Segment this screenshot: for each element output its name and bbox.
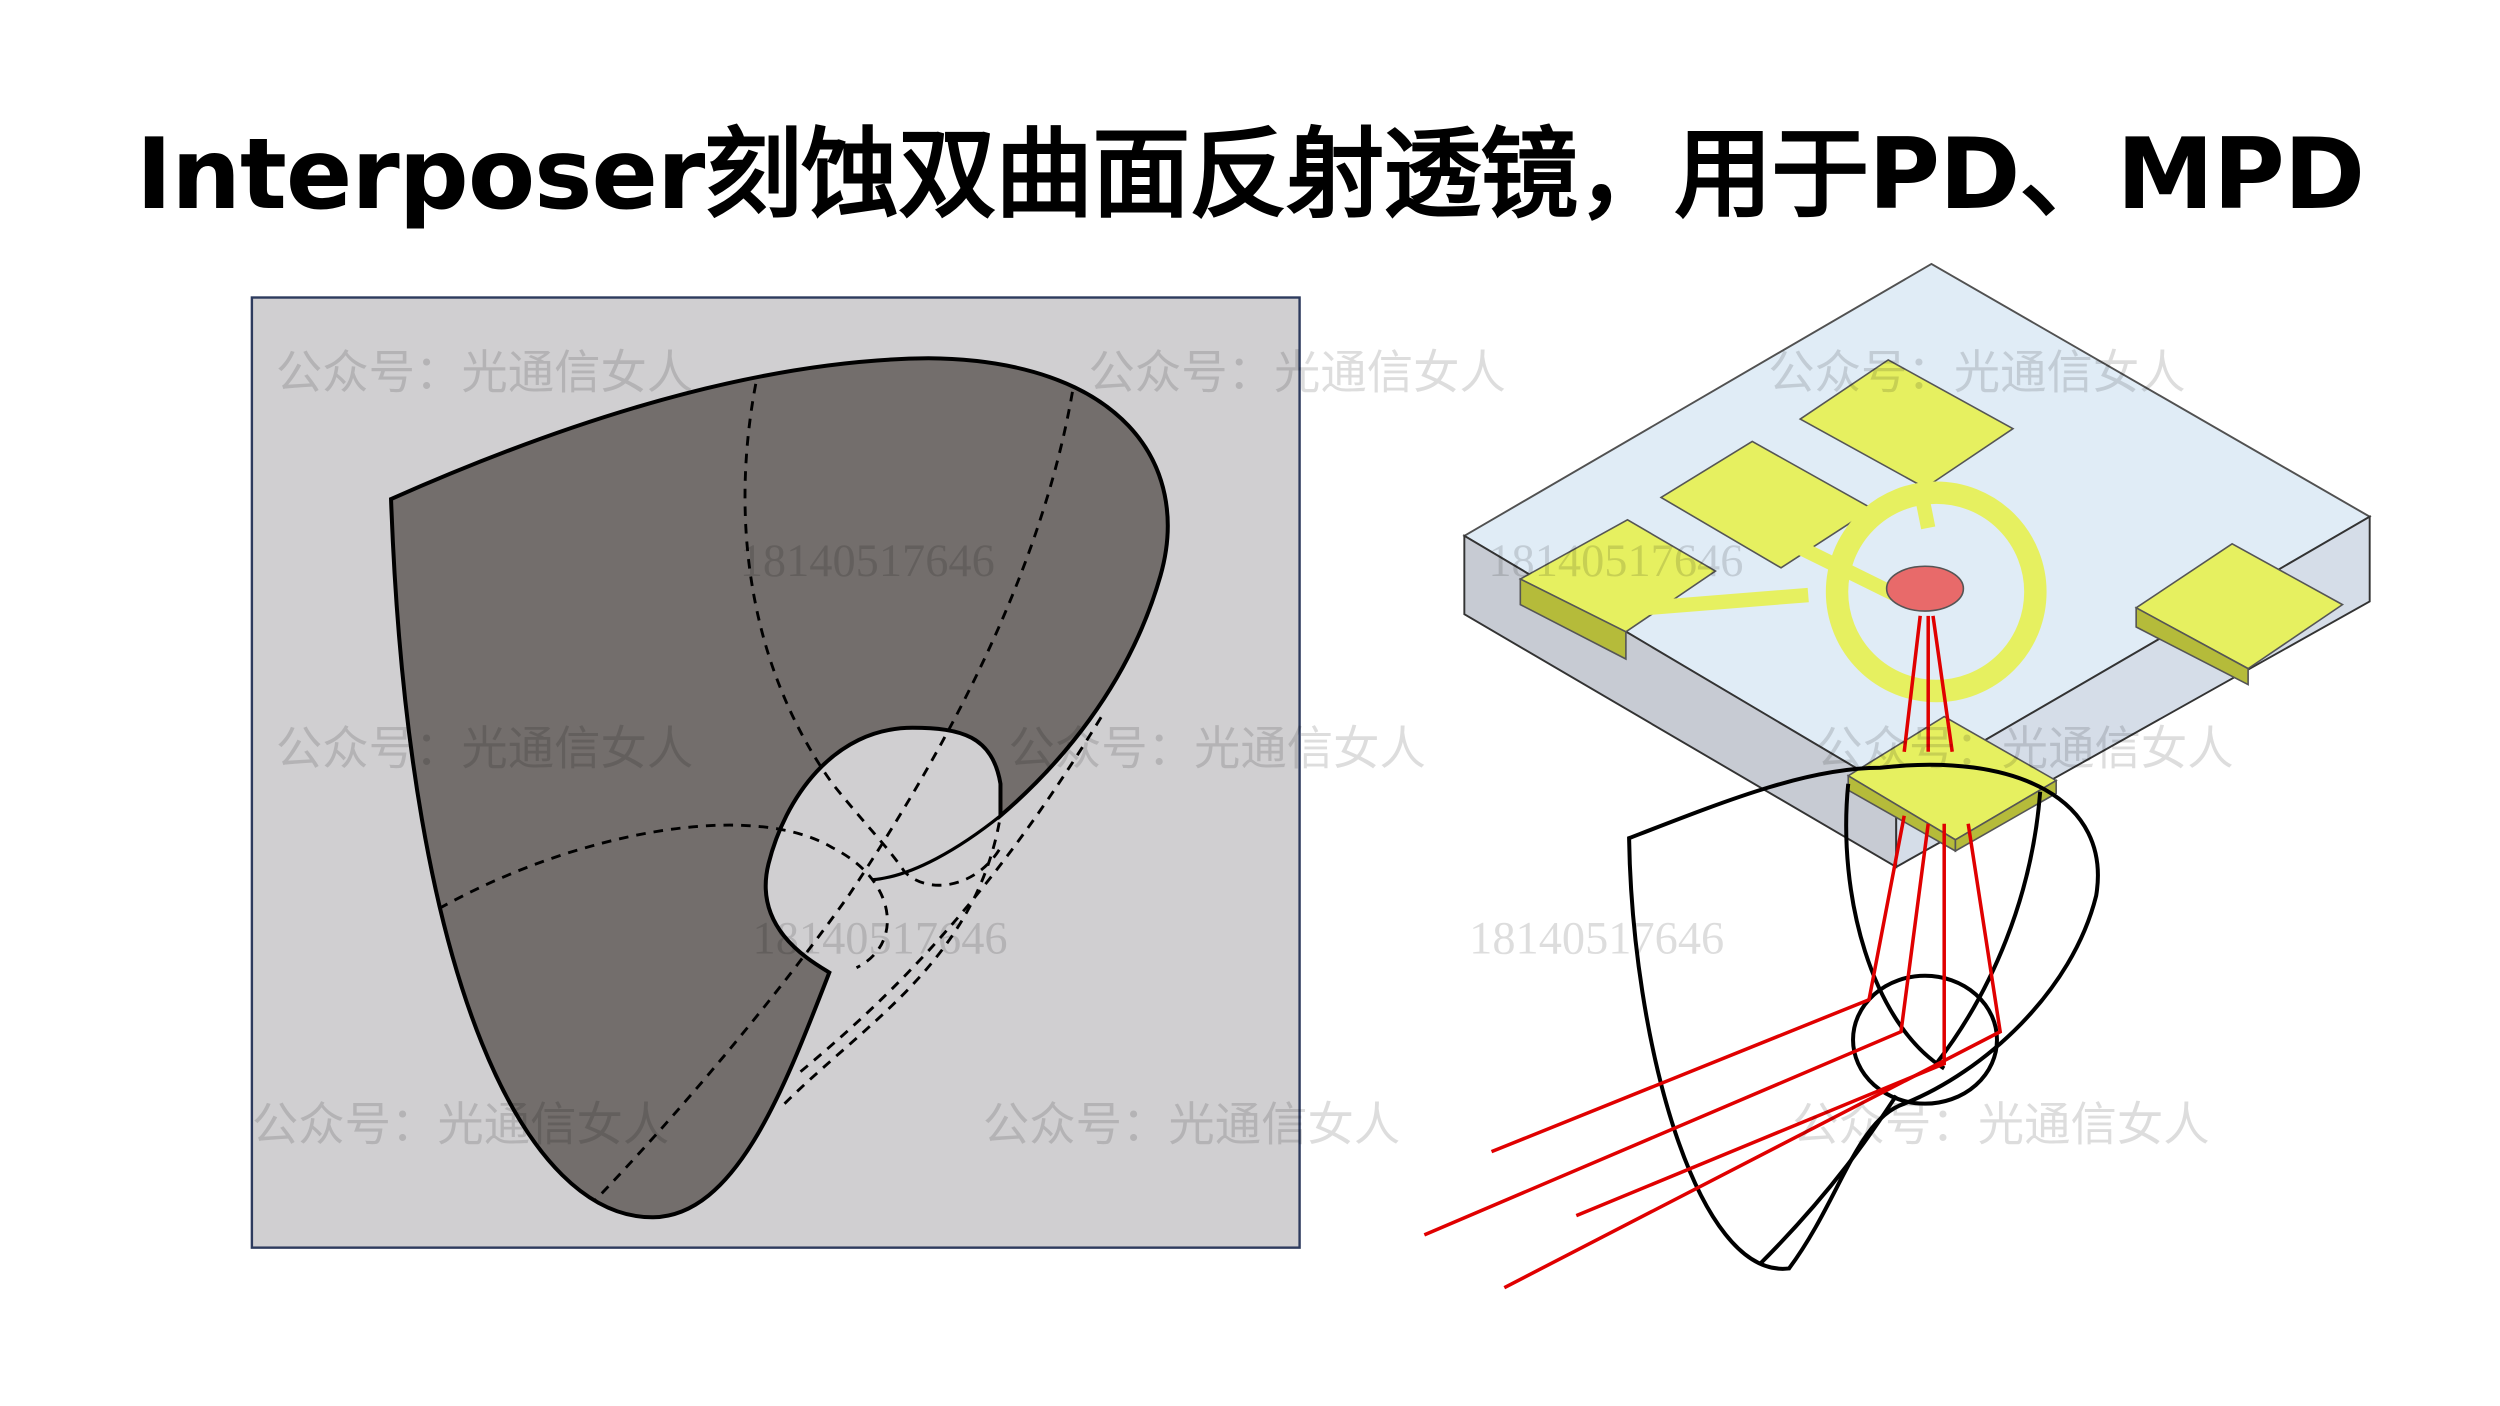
interposer-3d-figure (1423, 262, 2372, 1290)
watermarks: 公众号：光通信女人 公众号：光通信女人 公众号：光通信女人 公众号：光通信女人 … (252, 348, 2234, 1152)
watermark-phone: 18140517646 (753, 913, 1008, 964)
watermark-text: 公众号：光通信女人 (1768, 348, 2185, 400)
lens-outline (1627, 762, 2100, 1271)
hyperbolic-mirror (388, 356, 1170, 1220)
light-beams (1423, 615, 2003, 1290)
slide-title: Interposer刻蚀双曲面反射透镜，用于PD、MPD (135, 118, 2365, 232)
watermark-text: 公众号：光通信女人 (276, 724, 693, 776)
watermark-text: 公众号：光通信女人 (252, 1099, 669, 1151)
photodiode (1885, 565, 1965, 612)
watermark-text: 公众号：光通信女人 (1816, 724, 2233, 776)
watermark-phone: 18140517646 (1469, 913, 1724, 964)
watermark-phone: 18140517646 (740, 536, 995, 587)
watermark-text: 公众号：光通信女人 (1008, 724, 1425, 776)
substrate-top (1462, 262, 2372, 793)
pd-ring (1825, 481, 2047, 703)
bond-pads (1518, 358, 2345, 841)
mirror-contour-lines (438, 383, 1106, 1201)
watermark-text: 公众号：光通信女人 (276, 348, 693, 400)
watermark-phone: 18140517646 (1488, 536, 1743, 587)
watermark-text: 公众号：光通信女人 (983, 1099, 1400, 1151)
watermark-text: 公众号：光通信女人 (1088, 348, 1505, 400)
watermark-text: 公众号：光通信女人 (1792, 1099, 2209, 1151)
mirror-surface-figure (250, 296, 1301, 1249)
